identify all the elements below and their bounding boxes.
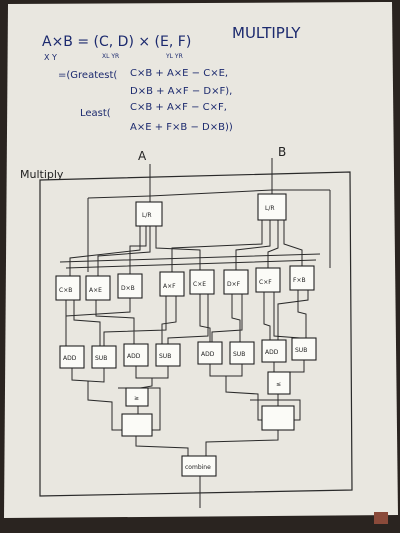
mult-block-axe: A×E	[86, 276, 110, 300]
equation-line-1: A×B = (C, D) × (E, F)	[42, 34, 191, 50]
addsub-block-4: SUB	[156, 344, 180, 366]
select-block-right	[262, 406, 294, 430]
svg-text:ADD: ADD	[63, 355, 77, 362]
svg-text:ADD: ADD	[127, 353, 141, 360]
mult-block-cxf: C×F	[256, 268, 280, 292]
svg-text:F×B: F×B	[293, 277, 306, 284]
greatest-bottom-term: D×B + A×F − D×F),	[130, 86, 232, 97]
least-open: Least(	[80, 108, 111, 119]
addsub-block-1: ADD	[60, 346, 84, 368]
addsub-block-5: ADD	[198, 342, 222, 364]
addsub-block-3: ADD	[124, 344, 148, 366]
svg-text:SUB: SUB	[295, 347, 307, 354]
svg-text:C×F: C×F	[259, 279, 272, 286]
mult-block-fxb: F×B	[290, 266, 314, 290]
compare-block-least: ≤	[268, 372, 290, 394]
equation-vars-ab: X Y	[44, 53, 57, 62]
svg-text:A×E: A×E	[89, 287, 102, 294]
svg-text:D×F: D×F	[227, 281, 241, 288]
split-block-b: L/R	[258, 194, 286, 220]
page-title: MULTIPLY	[232, 24, 301, 42]
mult-block-dxb: D×B	[118, 274, 142, 298]
svg-text:C×B: C×B	[59, 287, 72, 294]
least-top-term: C×B + A×F − C×F,	[130, 102, 227, 113]
svg-text:L/R: L/R	[142, 212, 152, 219]
mult-block-cxe: C×E	[190, 270, 214, 294]
equation-vars-ef: YL YR	[165, 53, 183, 60]
svg-text:SUB: SUB	[159, 353, 171, 360]
svg-text:combine: combine	[185, 464, 211, 471]
greatest-open: =(Greatest(	[58, 70, 117, 81]
svg-text:D×B: D×B	[121, 285, 135, 292]
svg-text:ADD: ADD	[201, 351, 215, 358]
svg-text:≥: ≥	[134, 395, 139, 402]
select-block-left	[122, 414, 152, 436]
addsub-block-6: SUB	[230, 342, 254, 364]
least-bottom-term: A×E + F×B − D×B))	[130, 122, 233, 133]
mult-block-dxf: D×F	[224, 270, 248, 294]
svg-text:C×E: C×E	[193, 281, 206, 288]
input-a-label: A	[138, 149, 147, 163]
svg-text:L/R: L/R	[265, 205, 275, 212]
svg-text:ADD: ADD	[265, 349, 279, 356]
greatest-top-term: C×B + A×E − C×E,	[130, 68, 228, 79]
svg-text:≤: ≤	[276, 381, 281, 388]
addsub-block-8: SUB	[292, 338, 316, 360]
svg-text:SUB: SUB	[233, 351, 245, 358]
addsub-block-7: ADD	[262, 340, 286, 362]
mult-block-cxb: C×B	[56, 276, 80, 300]
input-b-label: B	[278, 145, 286, 159]
equation-vars-cd: XL YR	[102, 53, 119, 60]
compare-block-greatest: ≥	[126, 388, 148, 406]
split-block-a: L/R	[136, 202, 162, 226]
addsub-block-2: SUB	[92, 346, 116, 368]
mult-block-axf: A×F	[160, 272, 184, 296]
svg-text:SUB: SUB	[95, 355, 107, 362]
combine-block: combine	[182, 456, 216, 476]
svg-text:A×F: A×F	[163, 283, 176, 290]
clip-mark	[374, 512, 388, 524]
